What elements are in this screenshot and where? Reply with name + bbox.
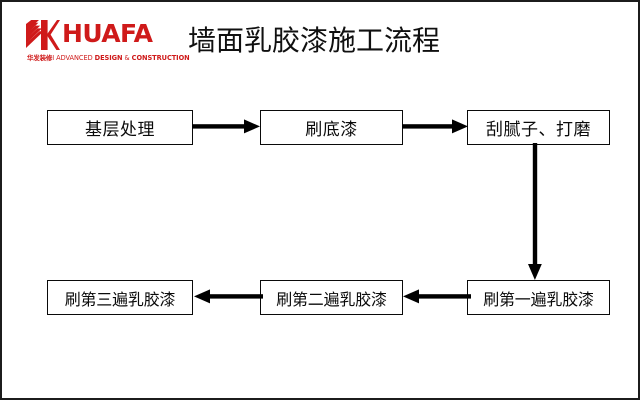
flow-node-first-latex-coat: 刷第一遍乳胶漆 (467, 280, 610, 315)
flow-node-base-treatment: 基层处理 (47, 110, 193, 145)
logo-wordmark: HUAFA (62, 19, 153, 48)
flow-arrow-right-2 (402, 117, 470, 137)
flow-node-putty-sanding: 刮腻子、打磨 (467, 110, 610, 145)
logo-subtitle-cn: 华发装修 (27, 54, 53, 62)
flow-arrow-right-1 (192, 117, 262, 137)
page-title: 墙面乳胶漆施工流程 (188, 24, 441, 57)
slide-header: HUAFA 华发装修I ADVANCED DESIGN & CONSTRUCTI… (2, 2, 638, 92)
logo-subtitle-en-amp: & (122, 54, 132, 62)
flow-node-third-latex-coat: 刷第三遍乳胶漆 (47, 280, 193, 315)
flow-node-primer-coat: 刷底漆 (260, 110, 403, 145)
flow-arrow-left-2 (191, 287, 263, 307)
brand-logo: HUAFA 华发装修I ADVANCED DESIGN & CONSTRUCTI… (26, 19, 190, 63)
huafa-k-logo-icon (26, 20, 60, 50)
flow-node-second-latex-coat: 刷第二遍乳胶漆 (260, 280, 403, 315)
logo-subtitle-en-prefix: I ADVANCED (52, 54, 95, 62)
logo-subtitle-en-construction: CONSTRUCTION (131, 54, 190, 62)
flow-arrow-left-1 (401, 287, 471, 307)
flow-arrow-down (522, 143, 548, 283)
logo-subtitle-en: I ADVANCED DESIGN & CONSTRUCTION (52, 54, 189, 62)
logo-subtitle: 华发装修I ADVANCED DESIGN & CONSTRUCTION (27, 50, 190, 63)
logo-subtitle-en-design: DESIGN (94, 54, 123, 62)
